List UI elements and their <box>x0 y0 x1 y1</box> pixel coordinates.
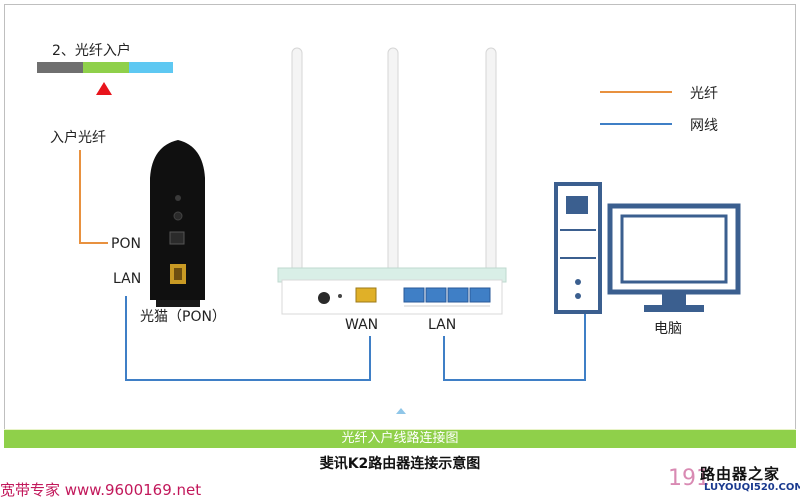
diagram-caption: 斐讯K2路由器连接示意图 <box>319 456 481 472</box>
wan-cable <box>125 296 371 381</box>
optical-modem-icon <box>150 140 205 307</box>
pon-label: PON <box>111 236 141 252</box>
watermark-number: 191 <box>668 466 710 491</box>
modem-lan-label: LAN <box>113 271 142 287</box>
step-label: 2、光纤入户 <box>52 43 131 59</box>
home-fiber-label: 入户光纤 <box>50 130 106 146</box>
router-lan-label: LAN <box>428 317 457 333</box>
step-bar-blue <box>129 62 173 73</box>
watermark-left: 宽带专家 www.9600169.net <box>0 481 202 499</box>
fiber-cable <box>79 150 108 244</box>
step-bar-green <box>83 62 129 73</box>
up-arrow-icon <box>396 408 406 414</box>
lan-cable <box>443 312 586 381</box>
step-marker-icon <box>96 82 112 95</box>
site-logo-text: 路由器之家 <box>700 465 781 483</box>
computer-tower-icon <box>554 182 602 314</box>
wan-label: WAN <box>345 317 379 333</box>
legend-network-label: 网线 <box>690 118 718 134</box>
site-logo-url: LUYOUQI520.COM <box>704 482 800 493</box>
modem-name-label: 光猫（PON） <box>140 309 226 325</box>
title-banner: 光纤入户线路连接图 <box>4 429 796 448</box>
router-icon <box>277 267 507 315</box>
legend-fiber-label: 光纤 <box>690 86 718 102</box>
banner-title: 光纤入户线路连接图 <box>341 431 459 446</box>
computer-label: 电脑 <box>654 321 682 337</box>
step-bar-gray <box>37 62 83 73</box>
monitor-icon <box>607 203 741 312</box>
